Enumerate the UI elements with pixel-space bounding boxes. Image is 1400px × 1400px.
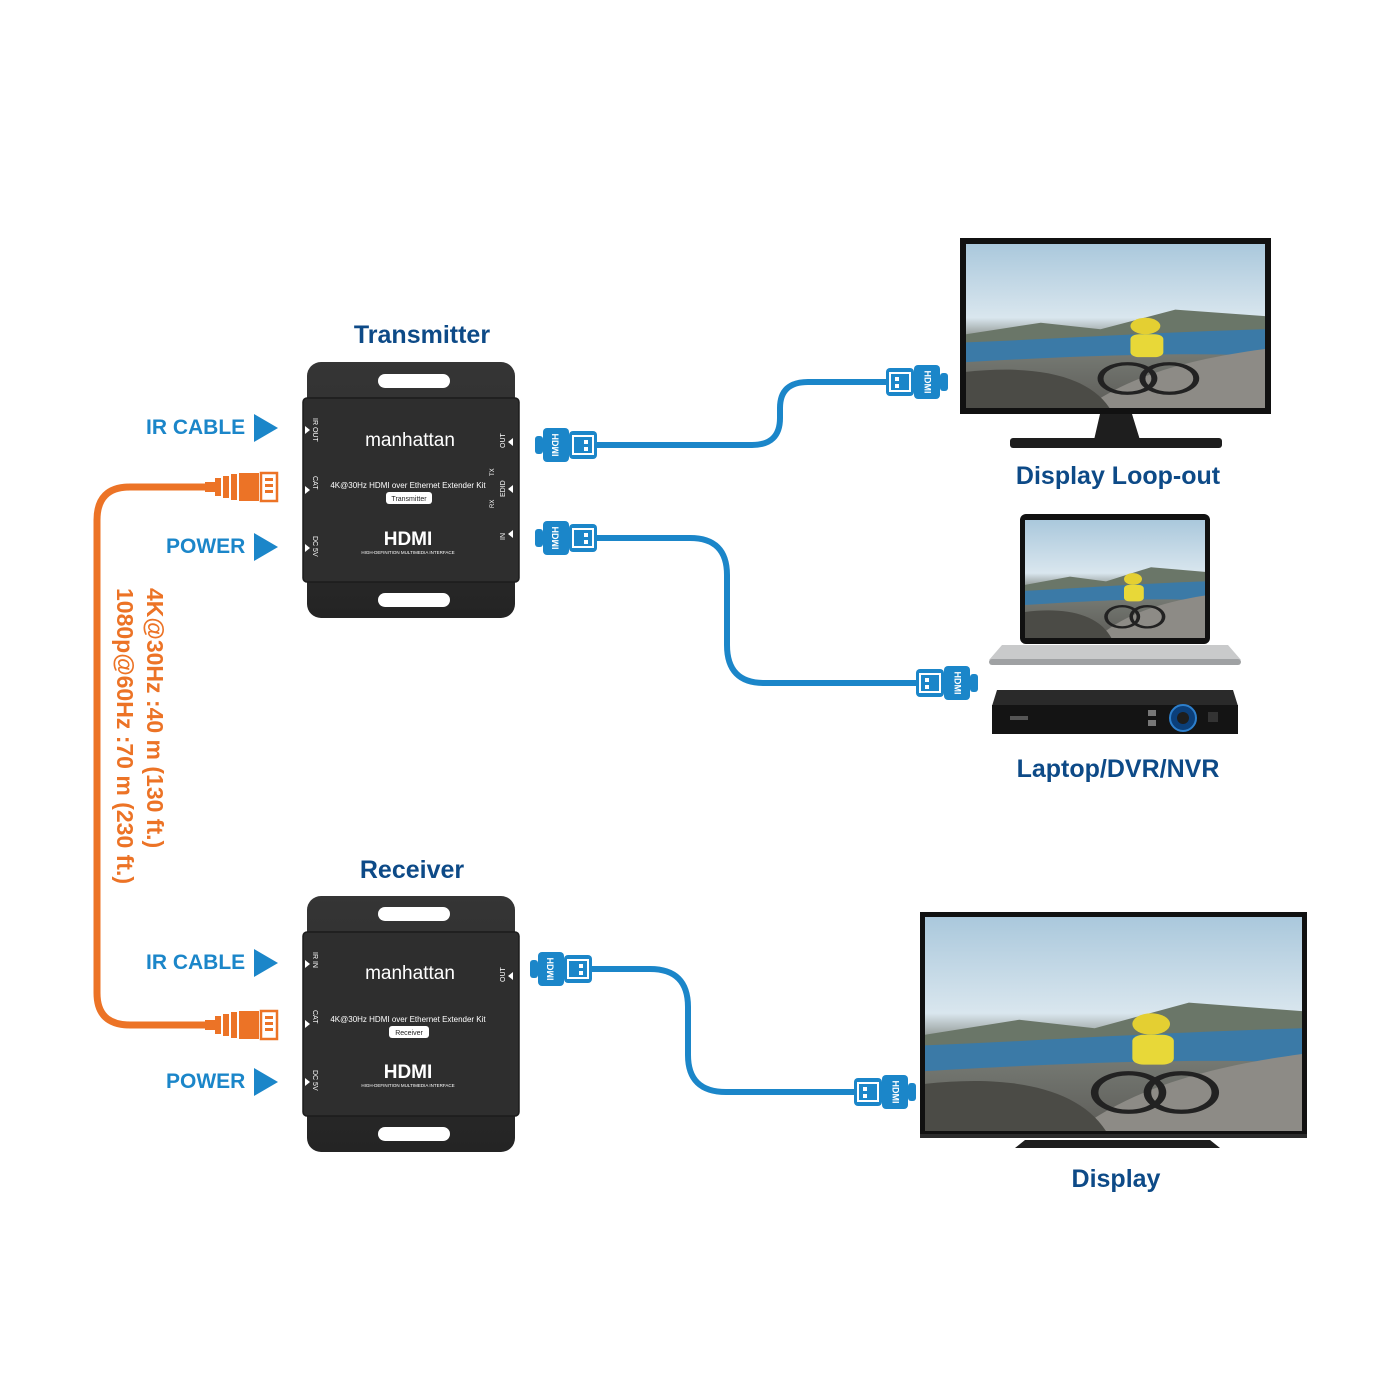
mount-slot — [378, 1127, 450, 1141]
hdmi-cable-source — [595, 535, 920, 686]
port-edid: EDID — [500, 480, 507, 497]
cat-cable — [93, 483, 212, 1029]
unit-badge: Transmitter — [391, 496, 427, 503]
tx-power-label: POWER — [166, 535, 246, 558]
distance-line-4k: 4K@30Hz :40 m (130 ft.) — [142, 588, 168, 849]
port-cat: CAT — [311, 476, 318, 490]
brand-logo: manhattan — [365, 430, 455, 451]
tx-ir-arrow — [254, 414, 278, 442]
product-name: 4K@30Hz HDMI over Ethernet Extender Kit — [330, 481, 486, 490]
hdmi-cable-loopout — [595, 379, 890, 448]
rx-power-arrow — [254, 1068, 278, 1096]
edid-switch-rx: RX — [490, 500, 496, 508]
hdmi-logo-tagline: HIGH-DEFINITION MULTIMEDIA INTERFACE — [361, 550, 454, 555]
rx-ir-cable-label: IR CABLE — [146, 951, 246, 974]
tv-icon — [920, 912, 1307, 1148]
port-cat: CAT — [311, 1010, 318, 1024]
brand-logo: manhattan — [365, 963, 455, 984]
port-ir-out: IR OUT — [311, 418, 318, 442]
port-dc-5v: DC 5V — [311, 1070, 318, 1091]
receiver-unit: manhattan 4K@30Hz HDMI over Ethernet Ext… — [302, 896, 520, 1152]
tx-ir-cable-label: IR CABLE — [146, 416, 246, 439]
unit-badge: Receiver — [395, 1030, 423, 1037]
hdmi-cable-display — [590, 966, 858, 1095]
hdmi-plug-tx-out — [535, 428, 597, 462]
distance-note: 4K@30Hz :40 m (130 ft.) 1080p@60Hz :70 m… — [110, 588, 170, 884]
dvr-icon — [992, 690, 1238, 734]
mount-slot — [378, 593, 450, 607]
monitor-icon — [960, 238, 1271, 448]
laptop-icon — [989, 514, 1241, 665]
hdmi-logo-tagline: HIGH-DEFINITION MULTIMEDIA INTERFACE — [361, 1083, 454, 1088]
hdmi-plug-source — [915, 665, 979, 701]
hdmi-plug-rx-out — [530, 952, 592, 986]
port-out: OUT — [500, 433, 507, 449]
hdmi-logo: HDMI — [384, 529, 433, 550]
source-label: Laptop/DVR/NVR — [1016, 755, 1220, 783]
rx-power-label: POWER — [166, 1070, 246, 1093]
transmitter-title: Transmitter — [353, 321, 491, 349]
port-out: OUT — [500, 967, 507, 983]
tx-power-arrow — [254, 533, 278, 561]
loopout-label: Display Loop-out — [1015, 462, 1221, 490]
rj45-plug-rx — [203, 1009, 279, 1041]
mount-slot — [378, 374, 450, 388]
rj45-plug-tx — [203, 471, 279, 503]
distance-line-1080p: 1080p@60Hz :70 m (230 ft.) — [112, 588, 138, 884]
hdmi-plug-tx-in — [535, 521, 597, 555]
mount-slot — [378, 907, 450, 921]
hdmi-plug-display — [853, 1074, 917, 1110]
receiver-title: Receiver — [359, 856, 465, 884]
rx-ir-arrow — [254, 949, 278, 977]
port-ir-in: IR IN — [311, 952, 318, 968]
display-label: Display — [1071, 1165, 1161, 1193]
hdmi-logo: HDMI — [384, 1062, 433, 1083]
product-name: 4K@30Hz HDMI over Ethernet Extender Kit — [330, 1015, 486, 1024]
port-dc-5v: DC 5V — [311, 536, 318, 557]
transmitter-unit: manhattan 4K@30Hz HDMI over Ethernet Ext… — [302, 362, 520, 618]
port-in: IN — [500, 533, 507, 540]
edid-switch-tx: TX — [490, 468, 496, 476]
hdmi-plug-monitor — [885, 364, 949, 400]
